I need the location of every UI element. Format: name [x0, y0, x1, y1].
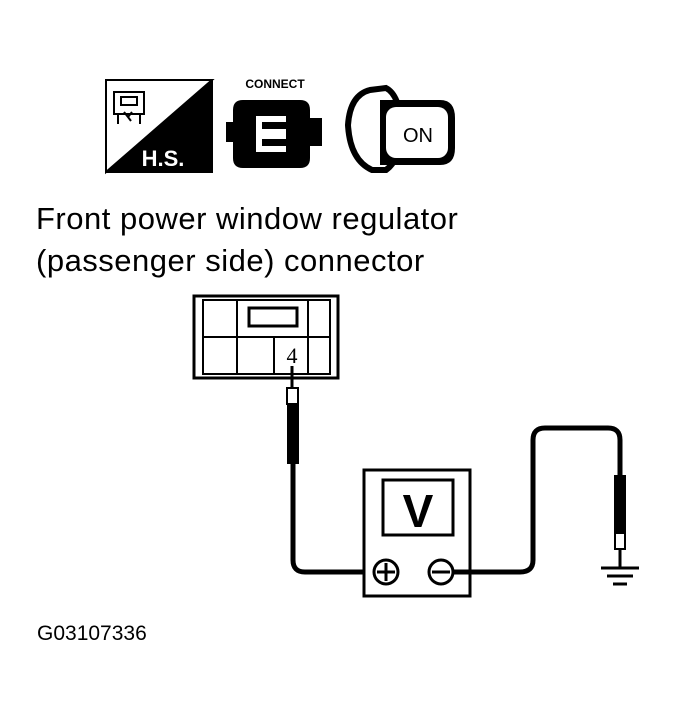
negative-terminal-icon — [427, 558, 455, 586]
ground-icon — [601, 566, 639, 586]
voltmeter: V — [362, 468, 472, 598]
ignition-on-label: ON — [403, 125, 433, 147]
positive-probe-lead — [286, 366, 373, 575]
connector-title-line2: (passenger side) connector — [36, 243, 425, 278]
figure-code: G03107336 — [37, 622, 147, 645]
ignition-on-icon: ON — [344, 84, 455, 173]
connector-title-line1: Front power window regulator — [36, 201, 459, 236]
negative-probe-lead — [453, 425, 626, 575]
connector-face — [192, 294, 340, 380]
voltmeter-symbol: V — [403, 485, 434, 537]
connect-icon: CONNECT — [226, 77, 322, 168]
hs-connector-sketch-icon — [113, 91, 145, 124]
positive-terminal-icon — [372, 558, 400, 586]
hs-icon: H.S. — [105, 79, 215, 175]
hs-label: H.S. — [142, 146, 185, 171]
connect-label: CONNECT — [245, 77, 305, 91]
connector-terminal-label: 4 — [287, 343, 298, 368]
